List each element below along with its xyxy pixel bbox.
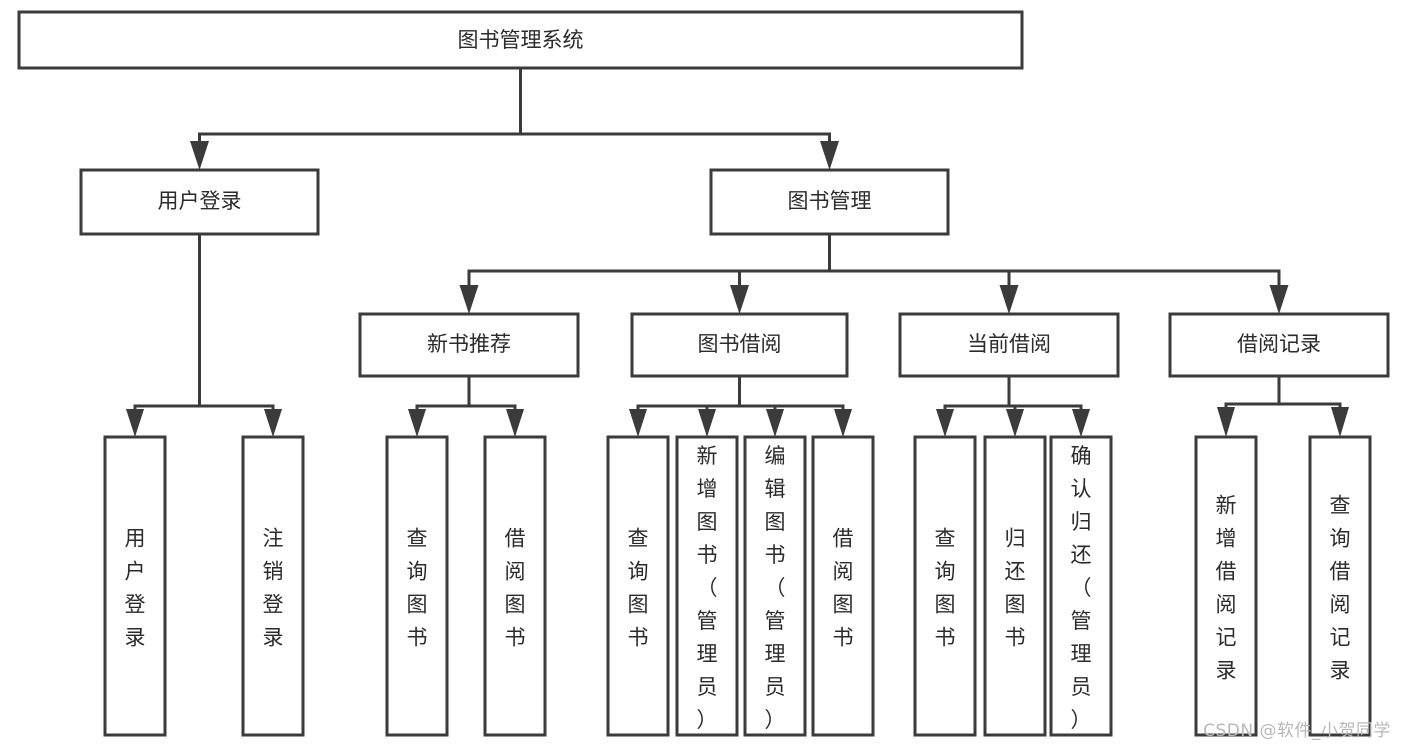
node-user-login-box[interactable] — [79, 168, 320, 236]
node-new-book-recommend-box[interactable] — [358, 312, 580, 378]
node-current-borrow-box[interactable] — [898, 312, 1120, 378]
node-leaf-user-login-box[interactable] — [103, 435, 167, 737]
arrow-to-user-login — [190, 141, 209, 170]
arrow-to-leaf-query-book-2 — [629, 409, 647, 437]
node-leaf-user-login[interactable]: 用户登录 — [103, 435, 167, 737]
arrow-to-leaf-query-book-3 — [936, 409, 954, 437]
node-leaf-add-book[interactable]: 新增图书（管理员） — [675, 435, 739, 737]
node-book-manage[interactable]: 图书管理 — [709, 168, 950, 236]
node-leaf-borrow-book-2[interactable]: 借阅图书 — [811, 435, 875, 737]
node-leaf-return-book[interactable]: 归还图书 — [983, 435, 1047, 737]
node-leaf-query-book-2-box[interactable] — [606, 435, 670, 737]
node-book-manage-label: 图书管理 — [788, 189, 872, 213]
node-leaf-query-book-1-label: 查询图书 — [407, 527, 428, 650]
arrow-to-current-borrow — [999, 285, 1019, 314]
node-leaf-add-record[interactable]: 新增借阅记录 — [1194, 435, 1258, 737]
node-leaf-edit-book-box[interactable] — [743, 435, 807, 737]
arrow-to-leaf-return-book — [1006, 409, 1024, 437]
arrow-to-new-book-recommend — [459, 285, 479, 314]
node-new-book-recommend-label: 新书推荐 — [427, 332, 511, 356]
node-current-borrow-label: 当前借阅 — [967, 332, 1051, 356]
node-leaf-user-login-label: 用户登录 — [125, 527, 146, 650]
node-leaf-query-record[interactable]: 查询借阅记录 — [1308, 435, 1372, 737]
node-current-borrow[interactable]: 当前借阅 — [898, 312, 1120, 378]
node-leaf-edit-book[interactable]: 编辑图书（管理员） — [743, 435, 807, 737]
arrow-to-leaf-borrow-book-2 — [834, 409, 852, 437]
node-leaf-edit-book-label: 编辑图书（管理员） — [765, 444, 786, 732]
arrow-to-book-manage — [820, 141, 839, 170]
node-book-manage-box[interactable] — [709, 168, 950, 236]
node-leaf-borrow-book-1-box[interactable] — [483, 435, 547, 737]
arrow-to-leaf-query-record — [1331, 407, 1349, 437]
node-book-borrow[interactable]: 图书借阅 — [630, 312, 849, 378]
node-borrow-record[interactable]: 借阅记录 — [1168, 312, 1390, 378]
node-root-label: 图书管理系统 — [458, 28, 584, 52]
node-leaf-borrow-book-2-label: 借阅图书 — [833, 527, 854, 650]
node-book-borrow-label: 图书借阅 — [698, 332, 782, 356]
node-leaf-user-logout-box[interactable] — [241, 435, 305, 737]
arrow-to-leaf-add-book — [698, 409, 716, 437]
node-leaf-borrow-book-1[interactable]: 借阅图书 — [483, 435, 547, 737]
node-user-login[interactable]: 用户登录 — [79, 168, 320, 236]
csdn-watermark: CSDN @软件_小贺同学 — [1203, 721, 1391, 741]
node-leaf-query-book-1[interactable]: 查询图书 — [385, 435, 449, 737]
node-borrow-record-box[interactable] — [1168, 312, 1390, 378]
arrow-to-leaf-confirm-return — [1072, 409, 1090, 437]
node-leaf-add-book-box[interactable] — [675, 435, 739, 737]
node-leaf-confirm-return-box[interactable] — [1049, 435, 1113, 737]
arrow-to-leaf-query-book-1 — [408, 409, 426, 437]
node-leaf-query-book-3[interactable]: 查询图书 — [913, 435, 977, 737]
node-user-login-label: 用户登录 — [158, 189, 242, 213]
node-leaf-add-record-box[interactable] — [1194, 435, 1258, 737]
node-book-borrow-box[interactable] — [630, 312, 849, 378]
node-borrow-record-label: 借阅记录 — [1237, 332, 1321, 356]
node-new-book-recommend[interactable]: 新书推荐 — [358, 312, 580, 378]
node-leaf-return-book-box[interactable] — [983, 435, 1047, 737]
node-leaf-confirm-return-label: 确认归还（管理员） — [1071, 444, 1092, 732]
connector-group — [126, 66, 1349, 437]
arrow-to-leaf-borrow-book-1 — [506, 409, 524, 437]
node-leaf-query-record-label: 查询借阅记录 — [1330, 494, 1351, 683]
arrow-to-leaf-add-record — [1217, 407, 1235, 437]
node-leaf-query-record-box[interactable] — [1308, 435, 1372, 737]
node-leaf-add-record-label: 新增借阅记录 — [1216, 494, 1237, 683]
node-leaf-query-book-1-box[interactable] — [385, 435, 449, 737]
node-leaf-query-book-2-label: 查询图书 — [628, 527, 649, 650]
node-leaf-user-logout[interactable]: 注销登录 — [241, 435, 305, 737]
node-leaf-confirm-return[interactable]: 确认归还（管理员） — [1049, 435, 1113, 737]
node-leaf-borrow-book-1-label: 借阅图书 — [505, 527, 526, 650]
arrow-to-leaf-user-login — [126, 409, 144, 437]
node-leaf-user-logout-label: 注销登录 — [263, 527, 284, 650]
node-leaf-query-book-3-label: 查询图书 — [935, 527, 956, 650]
arrow-to-leaf-edit-book — [766, 409, 784, 437]
node-root-box[interactable] — [17, 10, 1024, 70]
arrow-to-book-borrow — [730, 285, 749, 314]
node-leaf-borrow-book-2-box[interactable] — [811, 435, 875, 737]
node-root[interactable]: 图书管理系统 — [17, 10, 1024, 70]
node-leaf-query-book-2[interactable]: 查询图书 — [606, 435, 670, 737]
node-leaf-return-book-label: 归还图书 — [1005, 527, 1026, 650]
arrow-to-borrow-record — [1269, 285, 1289, 314]
arrow-to-leaf-user-logout — [264, 409, 282, 437]
node-leaf-add-book-label: 新增图书（管理员） — [697, 444, 718, 732]
node-leaf-query-book-3-box[interactable] — [913, 435, 977, 737]
